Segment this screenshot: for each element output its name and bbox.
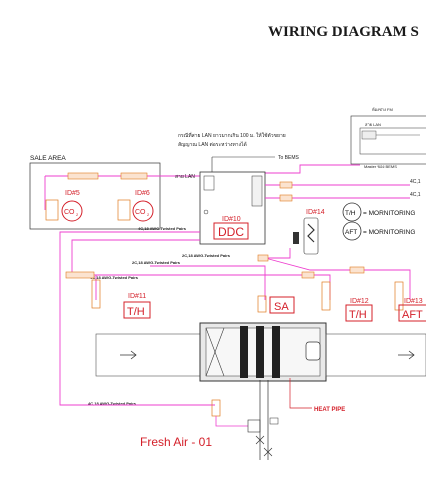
master-bems-label: Master ของ BEMS: [364, 164, 397, 169]
fresh-air-title: Fresh Air - 01: [140, 435, 212, 449]
id5-label: ID#5: [65, 190, 80, 197]
right-connector-2: [279, 194, 293, 202]
id5-co2-sub: 2: [76, 212, 79, 217]
id12-th-box: [345, 304, 373, 322]
right-cable-label-1: 4C,1: [410, 179, 421, 185]
id6-co2-text: CO: [135, 209, 146, 216]
cable-label-1: 4C,18 AWG-Twisted Pairs: [138, 226, 187, 231]
airflow-arrow-left-icon: [120, 350, 137, 360]
ddc-power-module: [203, 175, 215, 191]
sa-box: [269, 296, 295, 314]
id14-label: ID#14: [306, 209, 325, 216]
lan-note-line1: กรณีที่สาย LAN ยาวมากเกิน 100 ม. ให้ใช้ต…: [178, 132, 286, 139]
sa-terminal: [257, 295, 267, 313]
fm-room-box: [350, 115, 426, 165]
right-connector-1: [279, 181, 293, 189]
cable-label-5: 4C,18 AWG-Twisted Pairs: [88, 401, 137, 406]
cable-run-id13: [264, 257, 411, 300]
valve-2-icon: [263, 447, 273, 457]
heat-pipe-leader: [289, 378, 312, 409]
fm-room-label: ห้องช่าง FM: [372, 107, 393, 112]
cable-connector-2: [120, 172, 148, 180]
id14-device: [303, 217, 319, 255]
run-connector-1: [65, 271, 95, 279]
id5-terminal: [45, 199, 59, 221]
sale-area-box: [29, 162, 161, 230]
lan-note-line2: สัญญาณ LAN ต่อระหว่างทางได้: [178, 141, 247, 148]
fm-lan-label: สาย LAN: [365, 122, 381, 127]
pipe-gauge: [269, 417, 279, 425]
valve-1-icon: [255, 435, 265, 445]
heat-pipe-coil-2: [256, 326, 264, 378]
ddc-led: [203, 209, 209, 215]
legend-th-text: = MORNITORING: [363, 210, 415, 217]
ddc-terminal-block: [251, 175, 263, 207]
ahu-filter-line2: [205, 327, 225, 377]
id12-th-text: T/H: [349, 309, 367, 321]
valve-actuator: [247, 419, 261, 433]
legend-aft-circle: [342, 221, 362, 241]
airflow-arrow-right-icon: [398, 350, 415, 360]
heat-pipe-coil-1: [240, 326, 248, 378]
right-cable-label-2: 4C,1: [410, 192, 421, 198]
duct-inlet: [95, 333, 201, 377]
cable-run-id14: [265, 248, 291, 259]
sale-cable-left: [44, 175, 72, 210]
id13-label: ID#13: [404, 298, 423, 305]
id11-label: ID#11: [128, 293, 146, 300]
id6-co2-sub: 2: [147, 212, 150, 217]
run-connector-3: [349, 266, 365, 274]
cable-run-fresh-air: [59, 231, 215, 406]
sa-text: SA: [274, 301, 289, 313]
run-connector-4: [257, 254, 269, 262]
cable-label-3: 2C,18 AWG-Twisted Pairs: [132, 260, 181, 265]
fresh-air-cable: [215, 416, 248, 427]
id11-terminal: [91, 279, 101, 309]
legend-aft-text: = MORNITORING: [363, 229, 415, 236]
ddc-label-box: [213, 222, 249, 240]
id12-label: ID#12: [350, 298, 369, 305]
legend-th-circle: [342, 202, 362, 222]
cable-label-4: 4C,18 AWG-Twisted Pairs: [90, 275, 139, 280]
cable-run-sa: [150, 265, 266, 300]
id13-aft-text: AFT: [402, 309, 423, 321]
run-connector-2: [301, 271, 315, 279]
cable-connector-1: [67, 172, 99, 180]
lan-run-fm: [265, 164, 360, 174]
network-switch: [361, 130, 377, 140]
id6-label: ID#6: [135, 190, 150, 197]
cable-label-2: 2C,18 AWG-Twisted Pairs: [182, 253, 231, 258]
sale-area-label: SALE AREA: [30, 155, 66, 162]
to-bems-label: To BEMS: [278, 155, 300, 161]
id14-connector: [293, 232, 299, 244]
heat-pipe-label: HEAT PIPE: [314, 407, 345, 413]
ddc-lan-label: สาย LAN: [175, 174, 195, 180]
legend-th-symbol: T/H: [345, 210, 356, 217]
diagram-title: WIRING DIAGRAM S: [268, 24, 419, 40]
id11-th-text: T/H: [127, 306, 145, 318]
id13-aft-box: [398, 304, 426, 322]
ahu-fan-motor: [305, 341, 321, 361]
ddc-id-label: ID#10: [222, 216, 241, 223]
id6-co2-sensor-icon: [132, 200, 154, 222]
ddc-label: DDC: [218, 225, 244, 239]
duct-outlet: [325, 333, 426, 377]
heat-pipe-coil-3: [272, 326, 280, 378]
id12-terminal: [321, 281, 331, 311]
id11-th-box: [123, 301, 151, 319]
id5-co2-text: CO: [64, 209, 75, 216]
legend-aft-symbol: AFT: [345, 229, 357, 236]
id6-terminal: [117, 199, 131, 221]
bems-master-panel: [359, 127, 426, 155]
fresh-air-terminal: [211, 399, 221, 417]
cable-run-id11: [71, 239, 200, 275]
id5-co2-sensor-icon: [61, 200, 83, 222]
id14-device-mark: [307, 223, 315, 243]
